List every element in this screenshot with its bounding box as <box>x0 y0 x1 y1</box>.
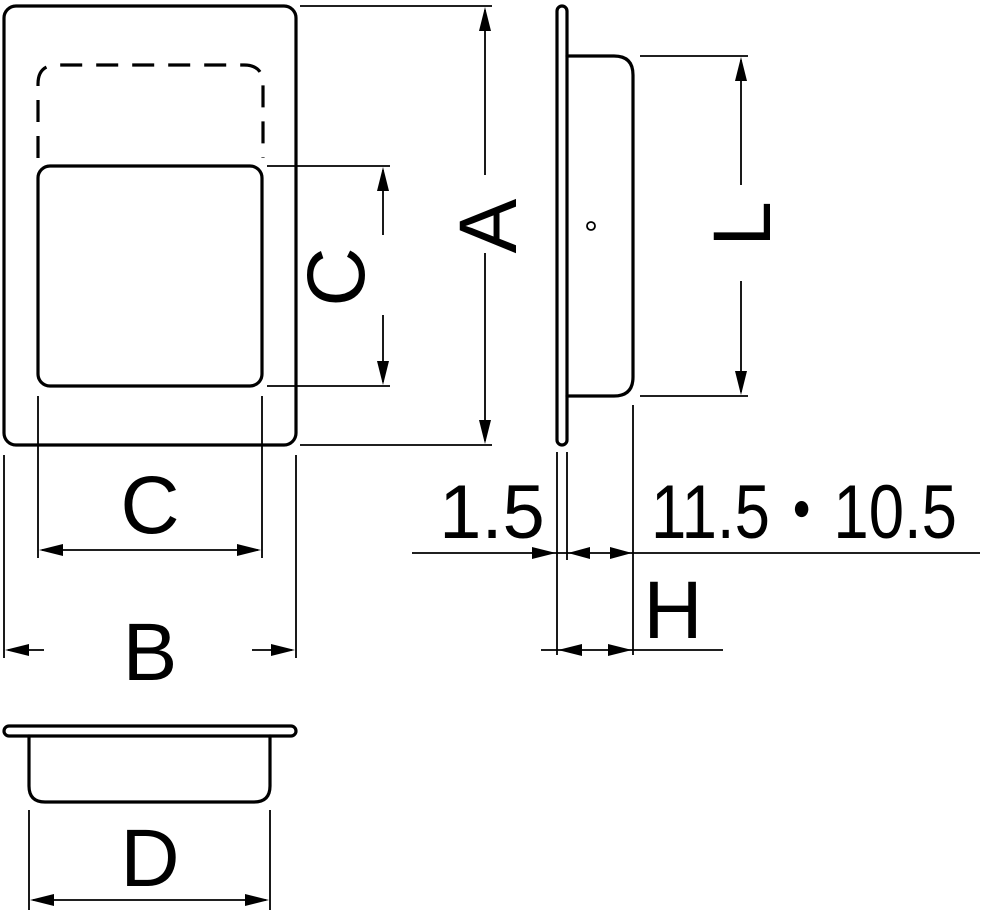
center-mark <box>586 221 596 231</box>
dimension-thickness-depth: 1.5 11.5・10.5 <box>412 405 980 655</box>
flange-edge <box>2 724 298 738</box>
dimension-C-horizontal: C <box>37 396 263 558</box>
bottom-view <box>2 724 298 804</box>
label-A: A <box>443 198 534 253</box>
inner-recess <box>36 164 264 388</box>
front-view <box>2 4 298 447</box>
flange-profile <box>555 4 569 447</box>
label-B: B <box>123 607 178 698</box>
hidden-recess-outline <box>36 63 265 158</box>
recess-profile <box>27 734 272 804</box>
body-profile <box>565 54 635 398</box>
dimension-A: A <box>300 5 534 446</box>
dimension-C-vertical: C <box>267 165 408 387</box>
label-D: D <box>120 813 179 904</box>
side-view <box>555 4 635 447</box>
label-L: L <box>697 201 788 247</box>
dimension-D: D <box>28 810 271 910</box>
dimension-H: H <box>541 565 723 656</box>
dimension-L: L <box>640 55 788 397</box>
dimension-B: B <box>3 455 297 698</box>
outer-plate <box>2 4 298 447</box>
label-C-horizontal: C <box>120 460 179 551</box>
label-H: H <box>643 565 702 656</box>
label-C-vertical: C <box>291 247 382 306</box>
label-flange-thickness: 1.5 <box>439 470 545 555</box>
label-depth-options: 11.5・10.5 <box>651 470 957 555</box>
